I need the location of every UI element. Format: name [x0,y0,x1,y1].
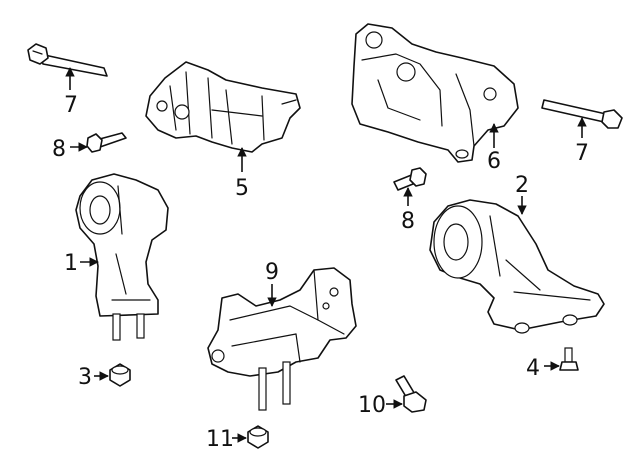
nut-3 [109,363,131,387]
bolt-4 [559,347,579,371]
callout-8-left: 8 [52,137,66,162]
callout-2: 2 [515,173,529,198]
callout-7-left: 7 [64,93,78,118]
callout-4: 4 [526,356,540,381]
callout-1: 1 [64,251,78,276]
bolt-10 [395,375,427,413]
bolt-7-right [541,99,623,129]
bolt-8-left [86,132,127,153]
bracket-5 [145,61,301,153]
callout-6: 6 [487,149,501,174]
callout-7-right: 7 [575,141,589,166]
callout-3: 3 [78,365,92,390]
nut-11 [247,425,269,449]
mount-9 [207,267,357,411]
mount-2 [429,199,605,334]
callout-5: 5 [235,176,249,201]
callout-9: 9 [265,260,279,285]
bracket-6 [351,23,519,163]
callout-8-middle: 8 [401,209,415,234]
mount-1 [75,173,169,341]
callout-11: 11 [206,427,234,452]
bolt-7-left [27,43,108,77]
bolt-8-middle [393,167,427,191]
callout-10: 10 [358,393,386,418]
